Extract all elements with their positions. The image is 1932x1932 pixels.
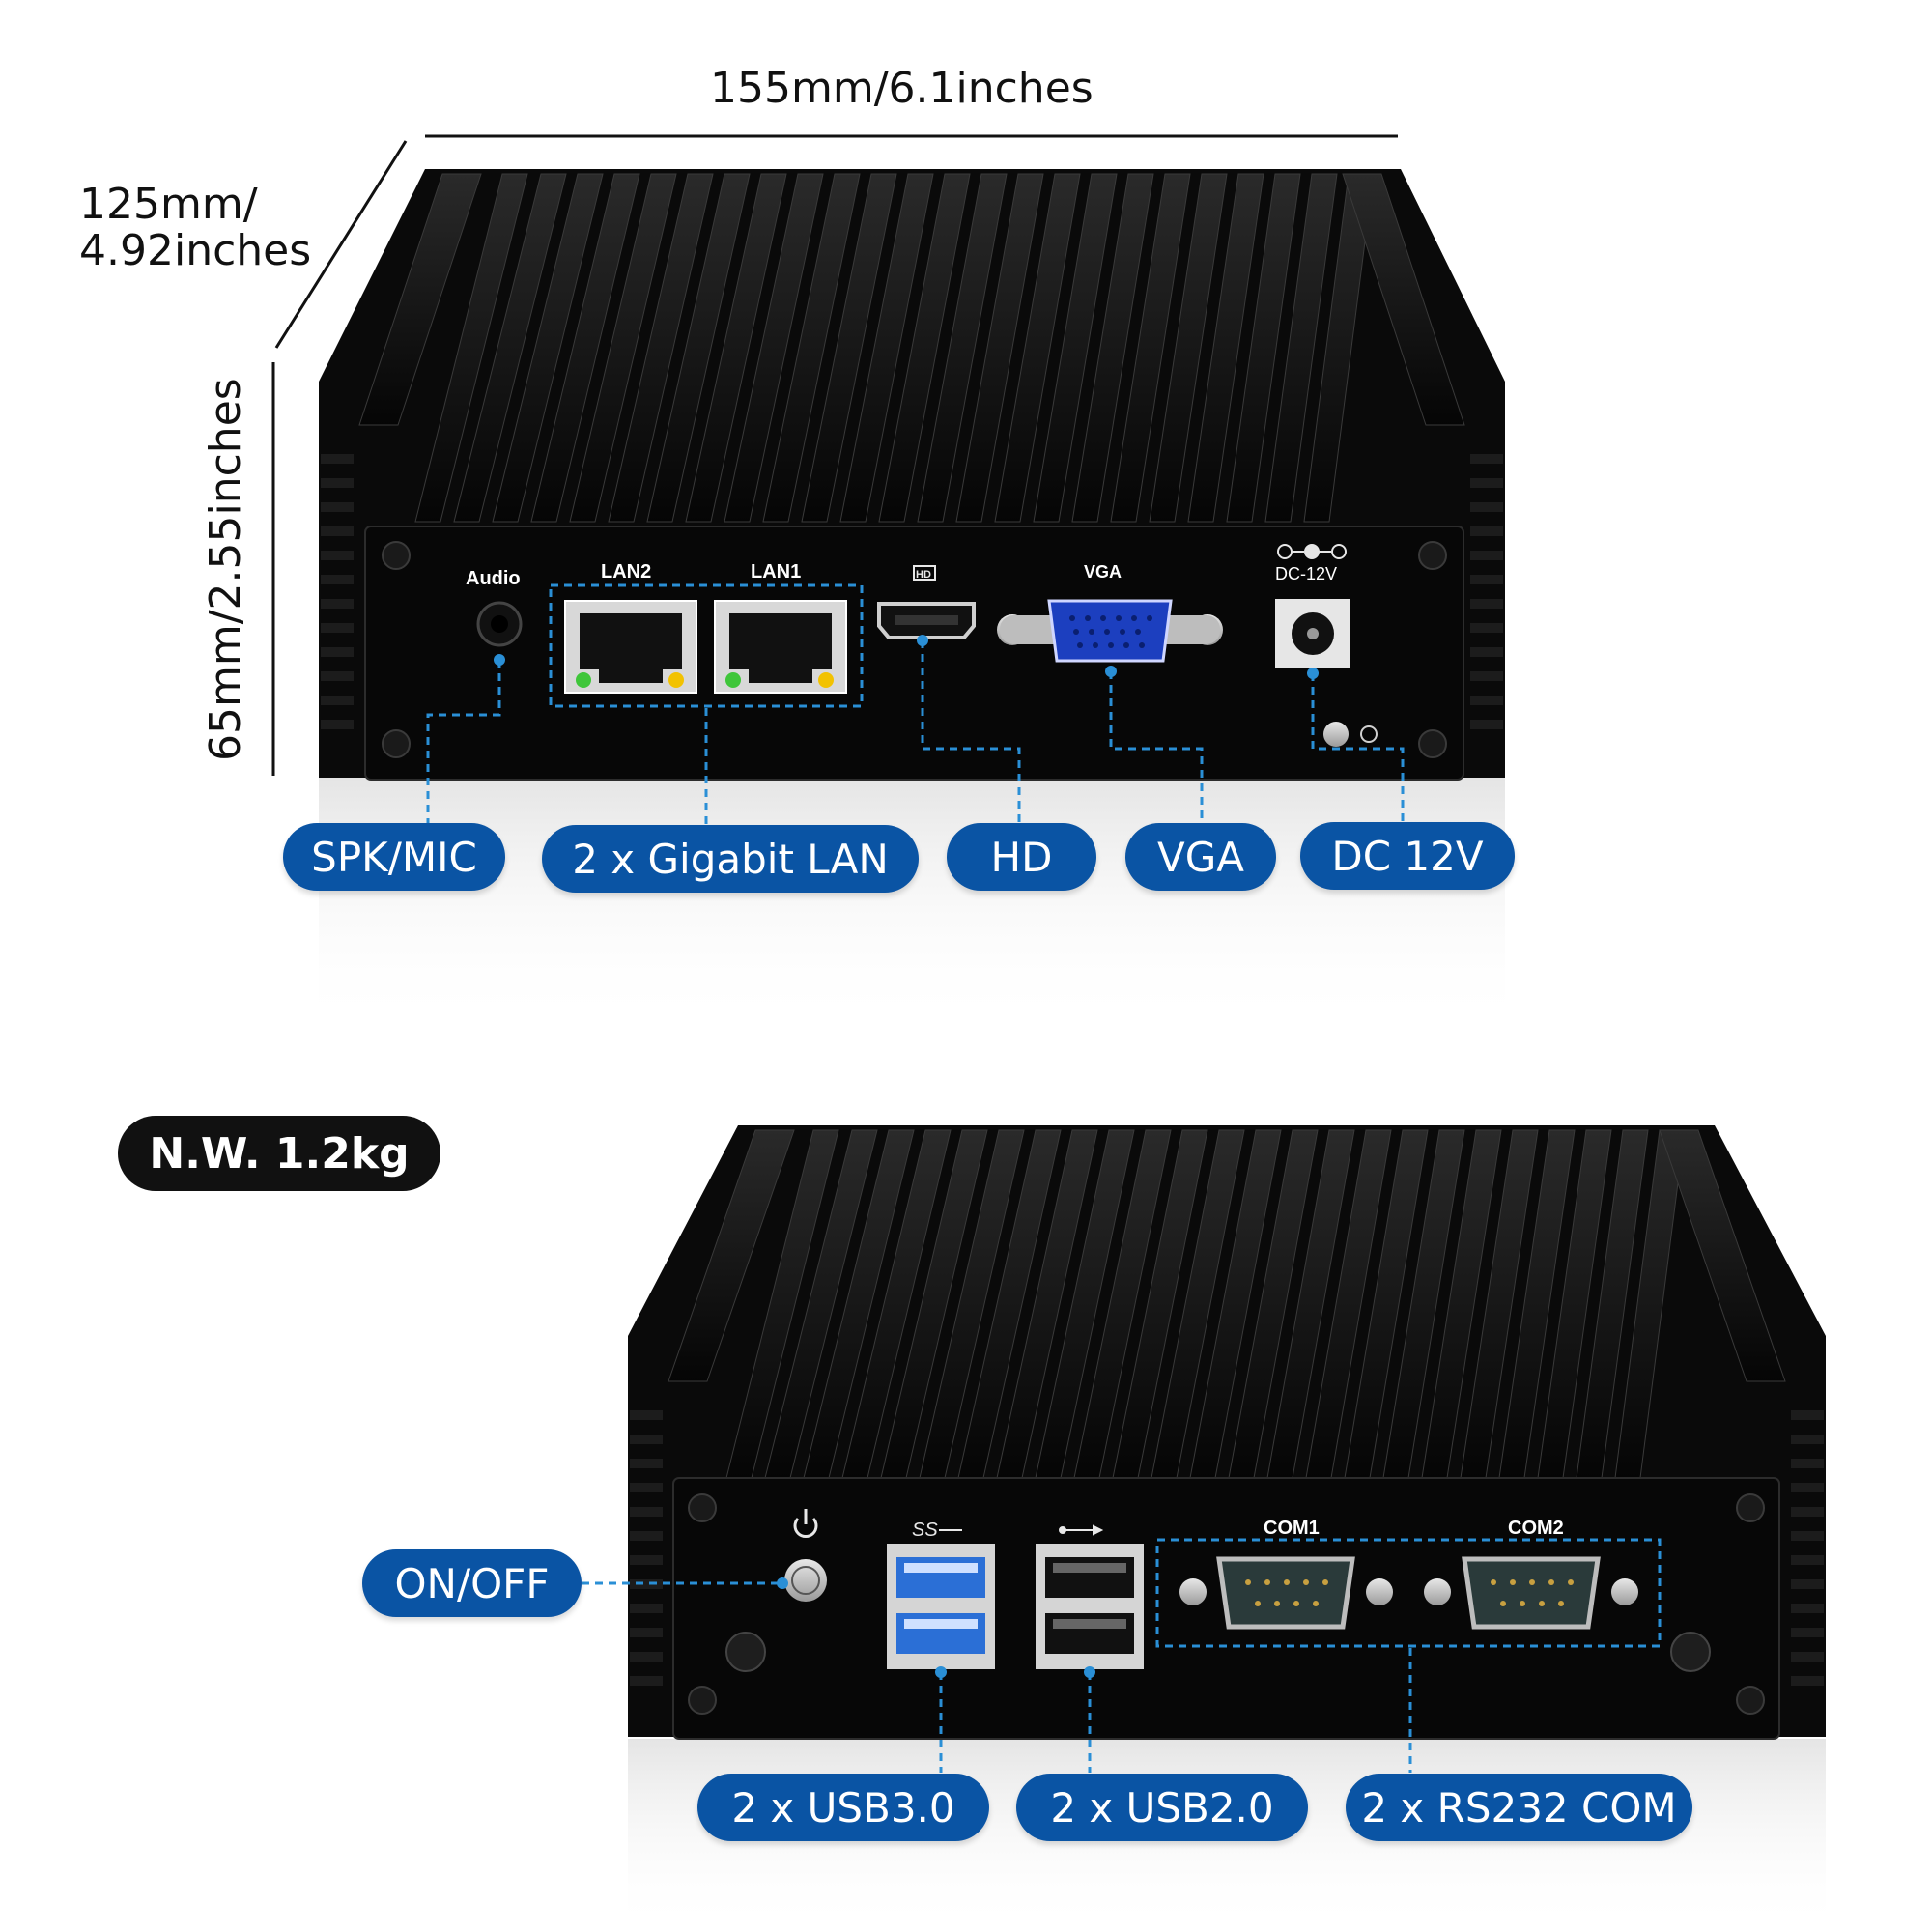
lan2-port-label: LAN2 [601,561,651,582]
bottom-device: SS [582,1125,1826,1932]
top-leader-lines [426,640,1405,826]
callout-gigabit-lan: 2 x Gigabit LAN [542,825,919,893]
callout-hd: HD [947,823,1096,891]
top-front-panel [364,526,1464,781]
width-dimension-label: 155mm/6.1inches [710,64,1094,113]
power-button [784,1559,827,1602]
power-symbol-icon [793,1509,818,1538]
callout-usb3: 2 x USB3.0 [697,1774,989,1841]
dc-port-label: DC-12V [1275,564,1337,583]
vga-port-label: VGA [1084,562,1122,582]
com-group-outline [1155,1538,1662,1648]
top-panel-screws [382,541,1447,758]
callout-dc-12v: DC 12V [1300,822,1515,890]
callout-usb2: 2 x USB2.0 [1016,1774,1308,1841]
bottom-leader-lines [582,1581,1412,1773]
lan1-port-label: LAN1 [751,561,801,582]
com2-port-label: COM2 [1508,1518,1564,1539]
callout-vga: VGA [1125,823,1276,891]
usb2-logo-icon [1059,1524,1104,1536]
lan-group-outline [549,583,864,708]
audio-port-label: Audio [466,568,521,589]
hdmi-port [877,602,976,639]
com2-port [1424,1556,1638,1630]
svg-text:SS: SS [912,1520,938,1541]
callout-rs232-com: 2 x RS232 COM [1346,1774,1692,1841]
callout-on-off: ON/OFF [362,1549,582,1617]
top-leader-dots [494,635,1319,679]
com1-port [1179,1556,1393,1630]
lan1-port [714,600,847,694]
depth-dimension-line [274,140,408,349]
lan2-port [564,600,697,694]
audio-jack [476,601,523,647]
vga-port [997,599,1223,663]
depth-dimension-label-line2: 4.92inches [79,226,312,275]
bottom-leader-dots [777,1577,1095,1678]
ground-screw-icon [1323,722,1378,747]
com1-port-label: COM1 [1264,1518,1320,1539]
bottom-device-side-ridges [630,1410,1824,1686]
usb2-ports [1036,1544,1144,1669]
top-device-fins [358,173,1465,523]
usb3-ports [887,1544,995,1669]
callout-spk-mic: SPK/MIC [283,823,505,891]
hd-logo-icon: HD [913,565,936,581]
bottom-device-fins [668,1129,1786,1479]
top-device-side-ridges [321,454,1503,729]
dc-power-jack [1275,599,1350,668]
dc-polarity-icon [1277,544,1347,559]
depth-dimension-label-line1: 125mm/ [79,180,258,229]
top-device: HD [319,169,1505,1029]
svg-text:HD: HD [916,569,931,581]
antenna-connector-icons [725,1632,1711,1672]
bottom-panel-screws [688,1493,1765,1715]
top-device-reflection [319,778,1505,1029]
usb3-ss-logo-icon: SS [912,1520,962,1541]
net-weight-badge: N.W. 1.2kg [118,1116,440,1191]
